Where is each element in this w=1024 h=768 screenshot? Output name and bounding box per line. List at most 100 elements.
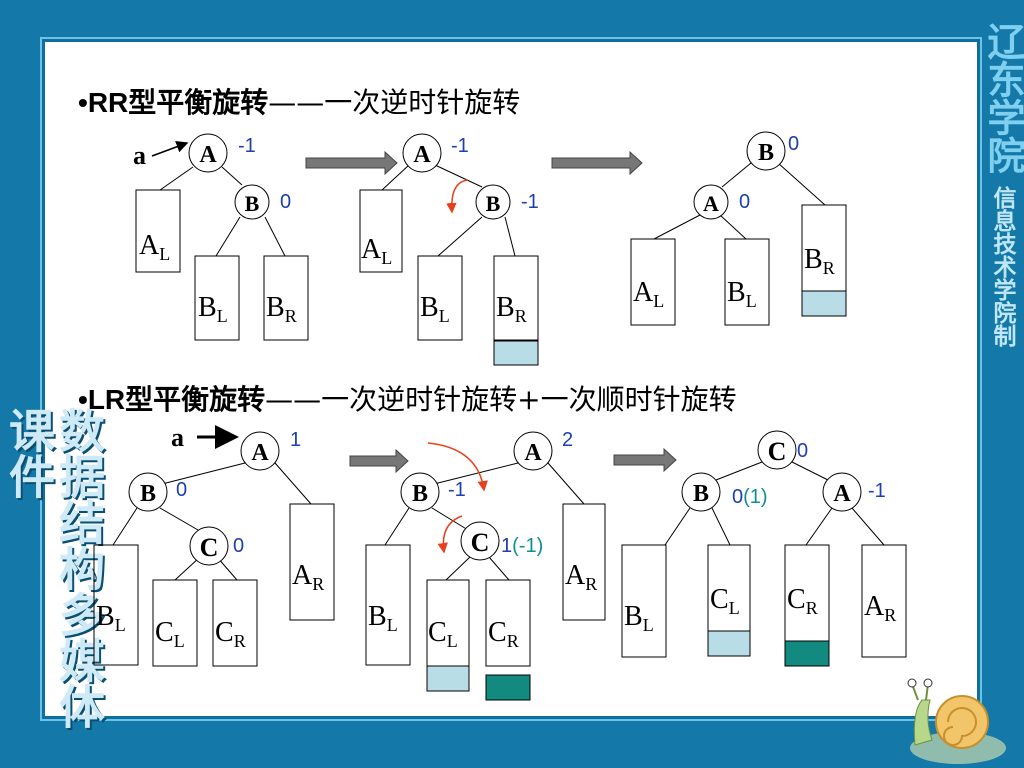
- lr1-subtree-CR: [212, 579, 258, 667]
- lr2-subtree-AR: [562, 503, 606, 621]
- rr-desc: 一次逆时针旋转: [324, 86, 520, 119]
- rr2-node-A: [402, 133, 442, 173]
- lr3-node-B-label: B: [693, 481, 709, 507]
- rr2-A-balance: -1: [451, 135, 469, 157]
- rr-step2-tree: [359, 133, 539, 341]
- lr2-node-C-label: C: [471, 528, 490, 557]
- rr3-B-balance: 0: [788, 133, 799, 155]
- rr2-subtree-BL: [417, 255, 463, 341]
- rr1-node-B-label: B: [245, 191, 260, 216]
- lr2-CR-added-block: [485, 674, 531, 701]
- lr-step1-tree: [93, 431, 335, 667]
- rr1-subtree-BR: [263, 255, 309, 341]
- rr3-node-A-label: A: [703, 191, 719, 216]
- lr1-CL-label: CL: [155, 617, 185, 651]
- rr1-AL-label: AL: [139, 230, 170, 264]
- lr-step-arrow-2: [613, 447, 677, 473]
- rr-step-arrow-2: [551, 150, 643, 176]
- lr2-rotation-arrow-2: [437, 515, 463, 554]
- lr1-B-balance: 0: [176, 479, 187, 501]
- rr-heading: •RR型平衡旋转——一次逆时针旋转: [78, 86, 520, 119]
- lr3-subtree-BL: [621, 544, 667, 658]
- rr2-subtree-AL: [359, 189, 403, 273]
- rr3-BR-label: BR: [804, 244, 835, 278]
- lr1-node-B-label: B: [140, 481, 156, 507]
- lr1-node-C-label: C: [200, 533, 219, 562]
- rr-step1-tree: [135, 133, 309, 341]
- rr3-BL-label: BL: [727, 277, 757, 311]
- lr2-CL-added-block: [426, 665, 470, 692]
- lr2-BL-label: BL: [368, 601, 398, 635]
- lr2-node-B-label: B: [412, 481, 428, 507]
- lr3-AR-label: AR: [864, 591, 896, 625]
- lr2-C-balance: 1(-1): [501, 535, 543, 557]
- lr1-C-balance: 0: [233, 535, 244, 557]
- rr1-pointer-label: a: [133, 141, 146, 170]
- rr-type: RR: [88, 87, 128, 118]
- lr-heading: •LR型平衡旋转——一次逆时针旋转+一次顺时针旋转: [78, 383, 737, 416]
- lr3-CL-added-block: [707, 630, 751, 657]
- lr3-CR-added-block: [784, 640, 830, 667]
- rr1-A-balance: -1: [238, 135, 256, 157]
- lr3-node-A: [822, 472, 862, 512]
- snail-decoration: [907, 678, 1006, 764]
- lr2-node-A: [513, 431, 553, 471]
- lr1-subtree-CL: [152, 579, 198, 667]
- rr1-subtree-BL: [194, 255, 240, 341]
- lr2-node-B: [400, 472, 440, 512]
- lr1-CR-label: CR: [215, 617, 246, 651]
- lr3-BL-label: BL: [624, 601, 654, 635]
- lr-type: LR: [88, 384, 125, 415]
- rr2-node-B: [475, 184, 511, 220]
- lr3-C-balance: 0: [797, 440, 808, 462]
- lr1-node-A-label: A: [251, 440, 269, 466]
- lr-bullet: •: [78, 384, 88, 415]
- lr1-node-A: [240, 431, 280, 471]
- lr1-node-C: [189, 526, 229, 566]
- lr1-A-balance: 1: [290, 429, 301, 451]
- rr1-node-A: [188, 133, 228, 173]
- lr3-node-C: [757, 430, 797, 470]
- rr2-BR-label: BR: [496, 292, 527, 326]
- rr1-B-balance: 0: [280, 191, 291, 213]
- lr3-CR-label: CR: [787, 584, 818, 618]
- rr3-A-balance: 0: [739, 191, 750, 213]
- lr2-AR-label: AR: [565, 560, 597, 594]
- rr2-AL-label: AL: [361, 234, 392, 268]
- lr3-A-balance: -1: [868, 480, 886, 502]
- lr-step3-tree: [621, 430, 907, 658]
- school-name: 辽东学院: [981, 22, 1024, 174]
- rr3-node-B-label: B: [758, 140, 774, 166]
- rr1-pointer-arrow: [151, 141, 189, 157]
- lr-step-arrow-1: [349, 448, 409, 474]
- lr2-CR-label: CR: [488, 617, 519, 651]
- course-name: 数据结构多媒体课件: [2, 407, 106, 729]
- rr-step-arrow-1: [305, 150, 398, 176]
- rr-dash: ——: [268, 86, 324, 119]
- rr2-added-node-block: [493, 340, 539, 366]
- rr-bullet: •: [78, 87, 88, 118]
- lr1-subtree-BL: [93, 544, 139, 666]
- lr3-node-C-label: C: [768, 437, 787, 466]
- lr2-rotation-arrow-1: [427, 442, 488, 492]
- rr2-node-B-label: B: [486, 191, 501, 216]
- lr-dash: ——: [265, 383, 321, 416]
- rr2-node-A-label: A: [413, 142, 431, 168]
- rr-step3-tree: [630, 131, 847, 326]
- lr1-pointer-label: a: [171, 423, 184, 452]
- lr-title: 型平衡旋转: [125, 383, 265, 416]
- lr2-node-C: [460, 521, 500, 561]
- lr2-subtree-CR: [485, 579, 531, 667]
- rr1-subtree-AL: [135, 189, 181, 273]
- lr2-CL-label: CL: [428, 617, 458, 651]
- rr1-BR-label: BR: [266, 292, 297, 326]
- lr-step2-tree: [365, 431, 606, 667]
- lr1-node-B: [128, 472, 168, 512]
- rr3-AL-label: AL: [633, 277, 664, 311]
- lr3-B-balance: 0(1): [732, 486, 768, 508]
- rr2-rotation-arrow: [446, 179, 469, 214]
- rr-title: 型平衡旋转: [128, 86, 268, 119]
- lr2-node-A-label: A: [524, 440, 542, 466]
- rr1-node-B: [234, 184, 270, 220]
